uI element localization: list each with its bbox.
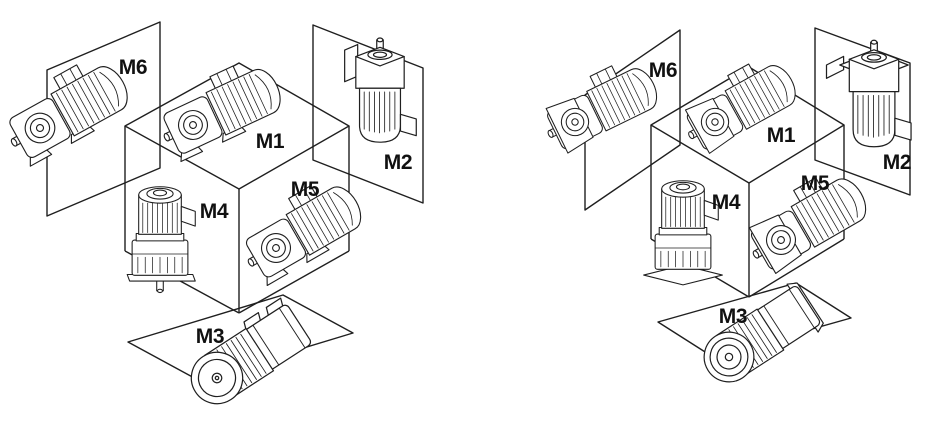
label-m4: M4	[712, 191, 741, 214]
mounting-diagram-left: M6 M1 M2 M4 M5 M3	[0, 21, 424, 415]
gearmotor-m6	[0, 48, 138, 170]
gearmotor-m3	[691, 278, 827, 395]
label-m3: M3	[719, 305, 748, 328]
gearmotor-m4	[126, 186, 196, 294]
gearmotor-m4	[643, 180, 723, 286]
gearmotor-m6	[533, 52, 665, 158]
label-m6: M6	[649, 59, 678, 82]
label-m1: M1	[256, 130, 285, 153]
plane-m6	[584, 29, 681, 211]
plane-m3	[127, 294, 354, 381]
label-m5: M5	[801, 172, 830, 195]
label-m6: M6	[119, 56, 148, 79]
label-m3: M3	[196, 325, 225, 348]
gearmotor-m3	[177, 296, 315, 415]
label-m5: M5	[291, 178, 320, 201]
plane-m6	[46, 21, 161, 217]
gearmotor-m2	[825, 39, 912, 148]
mounting-diagram-right: M6 M1 M2 M4 M5 M3	[533, 27, 912, 395]
gearmotor-m2	[344, 37, 417, 143]
label-m4: M4	[200, 200, 229, 223]
label-m2: M2	[384, 151, 413, 174]
label-m2: M2	[883, 151, 912, 174]
cube	[124, 62, 350, 314]
label-m1: M1	[767, 124, 796, 147]
